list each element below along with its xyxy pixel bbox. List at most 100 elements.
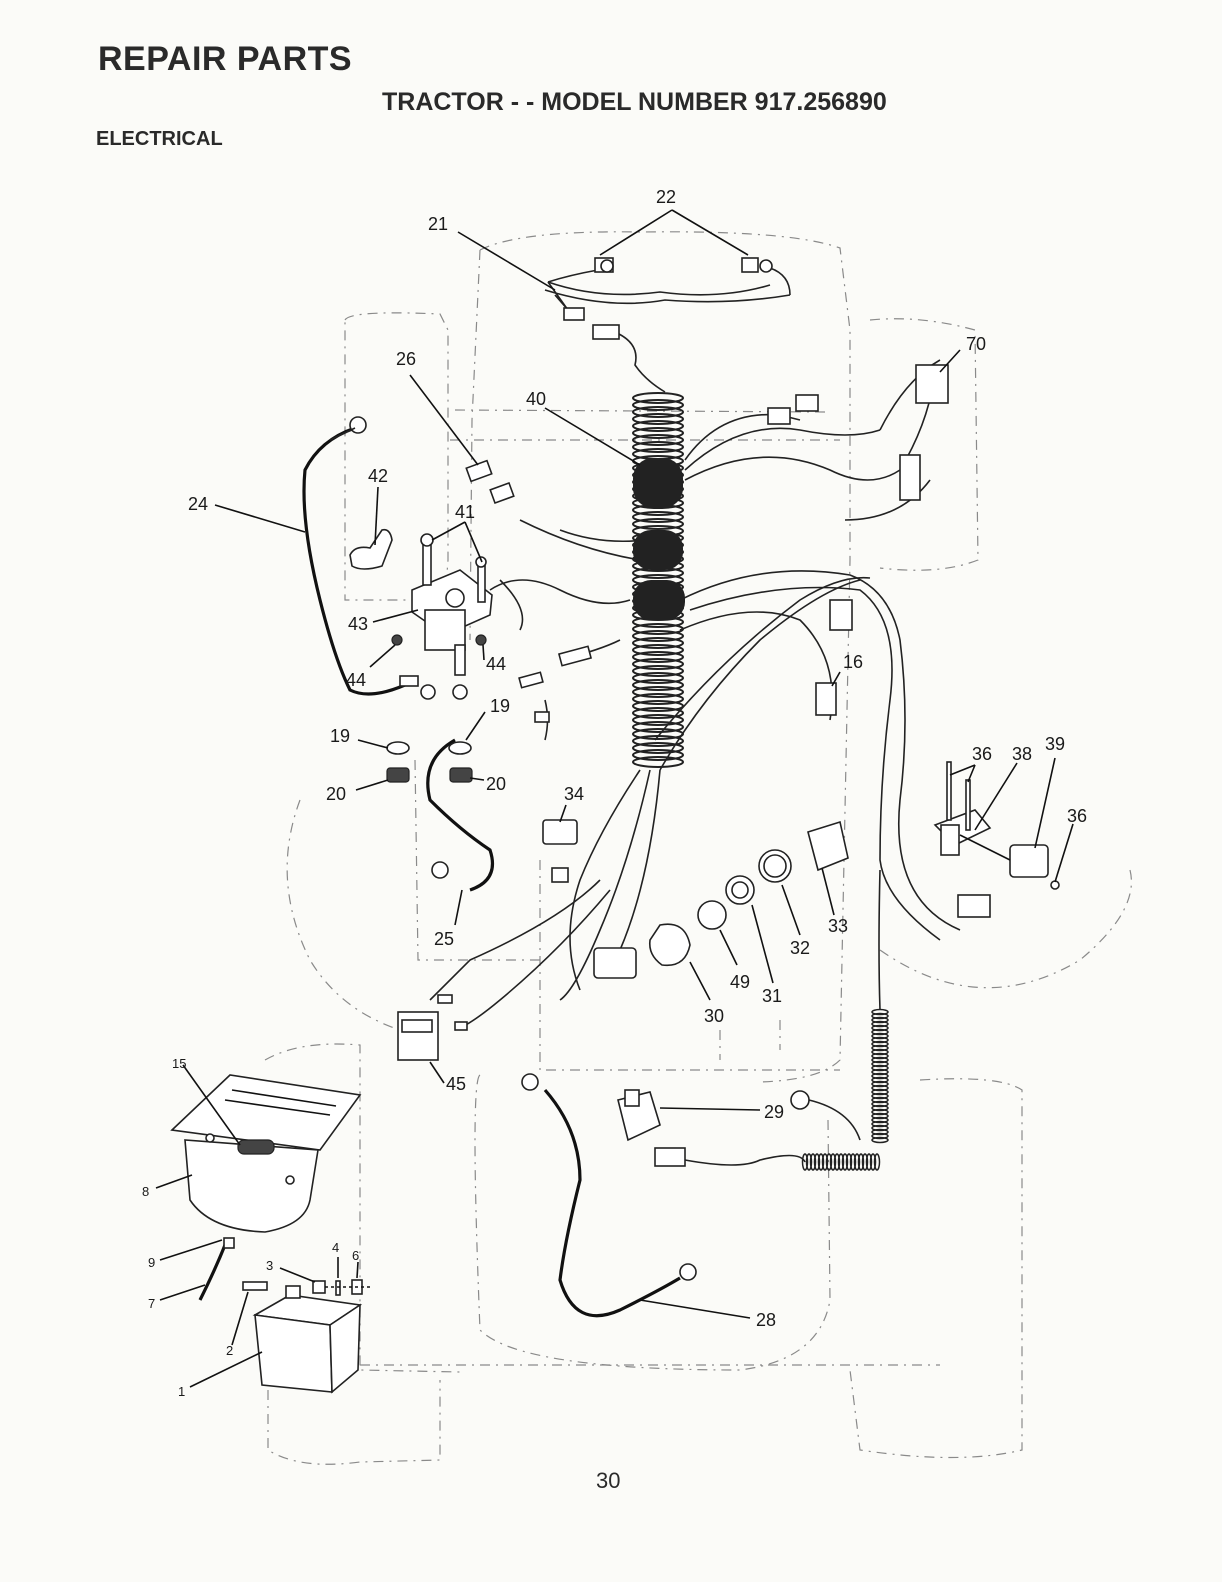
loom-ring xyxy=(632,756,684,768)
coil-turn xyxy=(871,1040,889,1048)
loom-ring xyxy=(632,441,684,453)
callout-21: 21 xyxy=(428,214,448,234)
loom-ring xyxy=(632,427,684,439)
loom-ring xyxy=(632,700,684,712)
callout-19b: 19 xyxy=(490,696,510,716)
callout-3: 3 xyxy=(266,1258,273,1273)
pto-switch xyxy=(617,1089,861,1167)
page-title: REPAIR PARTS xyxy=(98,40,353,78)
coil-turn xyxy=(871,1080,889,1088)
loom-ring xyxy=(632,651,684,663)
seat-switch-assembly xyxy=(933,761,1060,918)
coil-turn xyxy=(833,1153,841,1171)
loom-ring xyxy=(632,644,684,656)
cable-28 xyxy=(543,1088,681,1318)
coil-turn xyxy=(871,1028,889,1036)
coil-turn xyxy=(871,1032,889,1040)
battery-box xyxy=(170,1074,362,1233)
callout-70: 70 xyxy=(966,334,986,354)
coil-turn xyxy=(871,1020,889,1028)
cable-24 xyxy=(302,426,406,696)
key-module xyxy=(807,820,849,872)
coil-turn xyxy=(805,1153,813,1171)
callout-36b: 36 xyxy=(1067,806,1087,826)
loom-ring xyxy=(632,693,684,705)
callout-32: 32 xyxy=(790,938,810,958)
loom-ring xyxy=(632,658,684,670)
loom-ring xyxy=(632,630,684,642)
coil-turn xyxy=(871,1104,889,1112)
loom-ring xyxy=(632,434,684,446)
coil-turn xyxy=(809,1153,817,1171)
coil-turn xyxy=(813,1153,821,1171)
loom-ring xyxy=(632,714,684,726)
headlight-bulb-right xyxy=(741,257,759,273)
loom-ring xyxy=(632,637,684,649)
callout-4: 4 xyxy=(332,1240,339,1255)
callout-42: 42 xyxy=(368,466,388,486)
coil-turn xyxy=(871,1048,889,1056)
callout-41: 41 xyxy=(455,502,475,522)
coil-turn xyxy=(871,1108,889,1116)
coil-turn xyxy=(871,1036,889,1044)
coil-turn xyxy=(871,1084,889,1092)
coil-turn xyxy=(801,1153,809,1171)
callout-24: 24 xyxy=(188,494,208,514)
coil-turn xyxy=(871,1056,889,1064)
callout-44a: 44 xyxy=(346,670,366,690)
tractor-outline xyxy=(264,231,1132,1465)
coil-turn xyxy=(817,1153,825,1171)
coil-turn xyxy=(861,1153,869,1171)
callout-1: 1 xyxy=(178,1384,185,1399)
coil-turn xyxy=(871,1124,889,1132)
callout-49: 49 xyxy=(730,972,750,992)
fusible-link-connector xyxy=(465,459,493,483)
coil-turn xyxy=(871,1128,889,1136)
loom-ring xyxy=(632,399,684,411)
coiled-lead xyxy=(801,1008,889,1171)
callout-28: 28 xyxy=(756,1310,776,1330)
coil-turn xyxy=(871,1016,889,1024)
callout-43: 43 xyxy=(348,614,368,634)
coil-turn xyxy=(853,1153,861,1171)
coil-turn xyxy=(871,1052,889,1060)
callout-29: 29 xyxy=(764,1102,784,1122)
coil-turn xyxy=(871,1088,889,1096)
loom-ring xyxy=(632,420,684,432)
coil-turn xyxy=(871,1068,889,1076)
coil-turn xyxy=(825,1153,833,1171)
loom-ring xyxy=(632,721,684,733)
callout-7: 7 xyxy=(148,1296,155,1311)
headlight-harness xyxy=(544,257,791,393)
callout-8: 8 xyxy=(142,1184,149,1199)
coil-turn xyxy=(871,1132,889,1140)
coil-turn xyxy=(849,1153,857,1171)
coil-turn xyxy=(871,1096,889,1104)
loom-ring xyxy=(632,518,684,530)
loom-ring xyxy=(632,672,684,684)
coil-turn xyxy=(871,1112,889,1120)
main-harness-loom xyxy=(632,392,685,768)
terminal-boot xyxy=(349,528,393,570)
coil-turn xyxy=(871,1100,889,1108)
callout-25: 25 xyxy=(434,929,454,949)
callout-44b: 44 xyxy=(486,654,506,674)
coil-turn xyxy=(869,1153,877,1171)
connectors-70 xyxy=(767,364,949,631)
loom-ring xyxy=(632,413,684,425)
callout-36a: 36 xyxy=(972,744,992,764)
callout-34: 34 xyxy=(564,784,584,804)
callout-15: 15 xyxy=(172,1056,186,1071)
callout-45: 45 xyxy=(446,1074,466,1094)
coil-turn xyxy=(871,1060,889,1068)
coil-turn xyxy=(837,1153,845,1171)
loom-ring xyxy=(632,686,684,698)
battery xyxy=(252,1285,363,1394)
loom-ring xyxy=(632,707,684,719)
coil-turn xyxy=(871,1072,889,1080)
coil-turn xyxy=(865,1153,873,1171)
loom-ring xyxy=(632,511,684,523)
starter-solenoid xyxy=(386,533,493,783)
model-title: TRACTOR - - MODEL NUMBER 917.256890 xyxy=(382,88,887,116)
